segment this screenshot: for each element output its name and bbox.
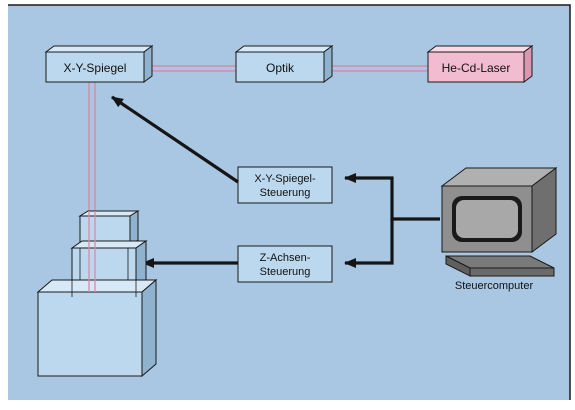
optik-label: Optik: [266, 61, 295, 75]
arrow-computer-to-xy-control: [344, 173, 440, 221]
z-steuerung-label-line1: Z-Achsen-: [260, 252, 311, 264]
xy-spiegel-label: X-Y-Spiegel: [64, 61, 127, 75]
arrow-xy-control-to-mirror: [111, 95, 239, 184]
screen: [456, 200, 518, 238]
xy-steuerung-box: X-Y-Spiegel- Steuerung: [237, 166, 333, 204]
z-steuerung-box: Z-Achsen- Steuerung: [237, 245, 333, 283]
computer-icon: Steuercomputer: [440, 167, 558, 292]
laser-box: He-Cd-Laser: [426, 45, 534, 83]
computer-label: Steuercomputer: [455, 280, 534, 292]
build-platform-stack: [36, 210, 158, 378]
z-steuerung-label-line2: Steuerung: [260, 266, 311, 278]
panel-frame: [8, 4, 571, 400]
xy-steuerung-label-line2: Steuerung: [260, 187, 311, 199]
optik-box: Optik: [234, 45, 334, 83]
arrow-computer-to-z-control: [344, 219, 394, 268]
beam-into-vat: [88, 211, 96, 292]
beam-horizontal: [152, 65, 428, 72]
xy-steuerung-label-line1: X-Y-Spiegel-: [254, 173, 316, 185]
laser-label: He-Cd-Laser: [442, 61, 511, 75]
xy-spiegel-box: X-Y-Spiegel: [44, 45, 154, 83]
